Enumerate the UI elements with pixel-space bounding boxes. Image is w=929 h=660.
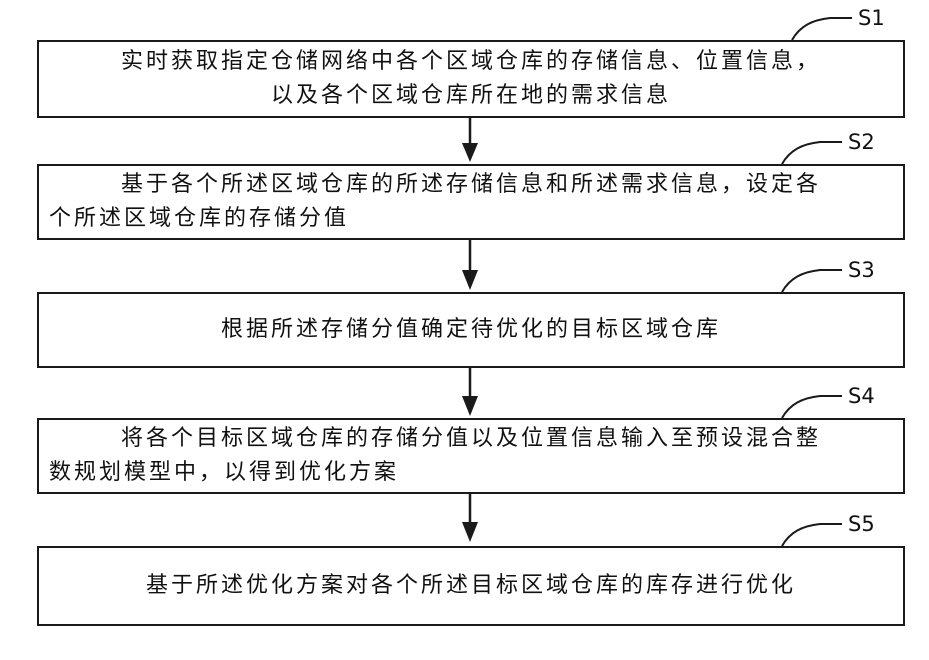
leader-line-s4 bbox=[782, 396, 842, 418]
leader-line-s3 bbox=[782, 270, 842, 292]
arrow-s2-s3 bbox=[462, 240, 478, 290]
arrow-s4-s5 bbox=[462, 494, 478, 542]
arrow-s3-s4 bbox=[462, 368, 478, 416]
step-text-line: 将各个目标区域仓库的存储分值以及位置信息输入至预设混合整 bbox=[121, 422, 821, 456]
step-label-s5: S5 bbox=[848, 512, 875, 536]
leader-line-s1 bbox=[792, 18, 852, 40]
step-text-line: 个所述区域仓库的存储分值 bbox=[49, 202, 349, 236]
step-box-s4: 将各个目标区域仓库的存储分值以及位置信息输入至预设混合整 数规划模型中，以得到优… bbox=[37, 418, 905, 494]
step-label-s3: S3 bbox=[848, 258, 875, 282]
step-box-s3: 根据所述存储分值确定待优化的目标区域仓库 bbox=[37, 292, 905, 368]
step-box-s1: 实时获取指定仓储网络中各个区域仓库的存储信息、位置信息， 以及各个区域仓库所在地… bbox=[37, 40, 905, 118]
leader-line-s5 bbox=[782, 524, 842, 546]
step-text-line: 数规划模型中，以得到优化方案 bbox=[49, 456, 399, 490]
step-text-line: 以及各个区域仓库所在地的需求信息 bbox=[271, 79, 671, 113]
step-label-s1: S1 bbox=[858, 6, 885, 30]
step-text-line: 根据所述存储分值确定待优化的目标区域仓库 bbox=[221, 313, 721, 347]
step-label-s2: S2 bbox=[848, 130, 875, 154]
step-label-s4: S4 bbox=[848, 384, 875, 408]
step-box-s5: 基于所述优化方案对各个所述目标区域仓库的库存进行优化 bbox=[37, 546, 905, 626]
step-text-line: 基于所述优化方案对各个所述目标区域仓库的库存进行优化 bbox=[146, 569, 796, 603]
step-text-line: 基于各个所述区域仓库的所述存储信息和所述需求信息，设定各 bbox=[121, 168, 821, 202]
arrow-s1-s2 bbox=[462, 118, 478, 162]
step-text-line: 实时获取指定仓储网络中各个区域仓库的存储信息、位置信息， bbox=[121, 45, 821, 79]
leader-line-s2 bbox=[782, 142, 842, 164]
step-box-s2: 基于各个所述区域仓库的所述存储信息和所述需求信息，设定各 个所述区域仓库的存储分… bbox=[37, 164, 905, 240]
